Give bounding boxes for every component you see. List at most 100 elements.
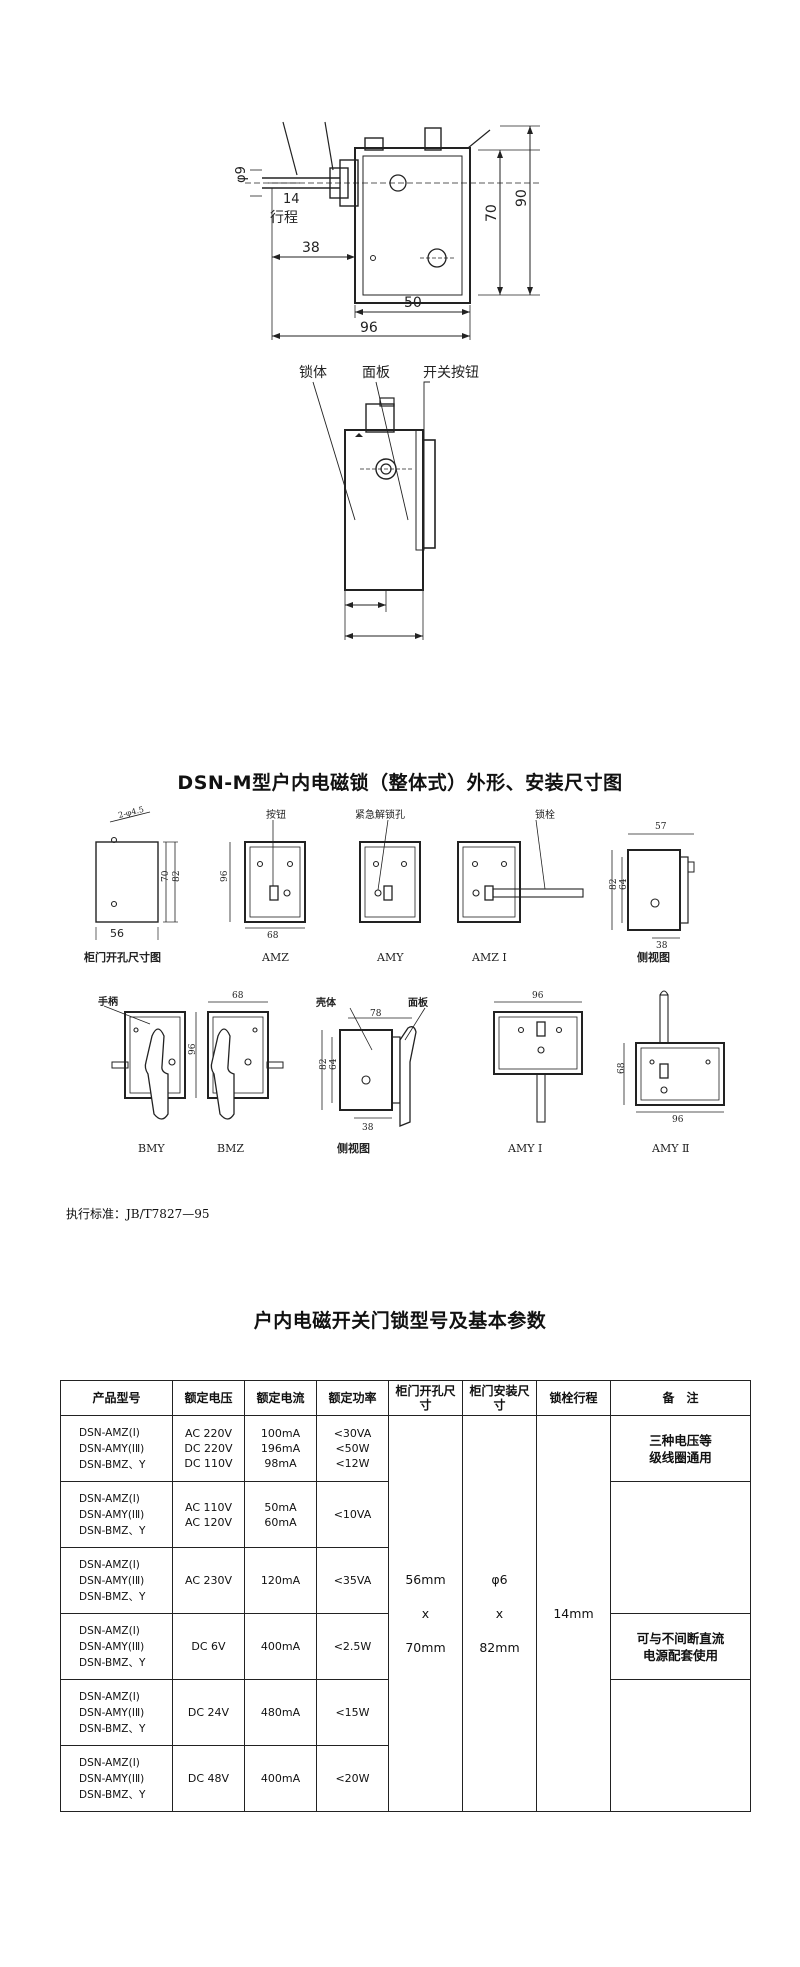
power-cell: <10VA (316, 1481, 389, 1548)
header-door-hole: 柜门开孔尺寸 (388, 1380, 463, 1416)
bmy-diagram (103, 1005, 186, 1120)
model-cell: DSN-AMZ(Ⅰ)DSN-AMY(ⅠⅡ)DSN-BMZ、Y (60, 1613, 173, 1680)
model-cell: DSN-AMZ(Ⅰ)DSN-AMY(ⅠⅡ)DSN-BMZ、Y (60, 1679, 173, 1746)
note-blank-cell (610, 1679, 751, 1812)
voltage-cell: DC 48V (172, 1745, 245, 1812)
amz-dim-68: 68 (267, 931, 279, 941)
bmz-dim-96: 96 (188, 1043, 198, 1055)
lock-body-front (354, 147, 471, 304)
table-header-row: 产品型号 额定电压 额定电流 额定功率 柜门开孔尺寸 柜门安装尺寸 锁栓行程 备… (60, 1380, 751, 1416)
button-hole (389, 174, 407, 192)
side2-dim-64: 64 (329, 1058, 339, 1070)
model-cell: DSN-AMZ(Ⅰ)DSN-AMY(ⅠⅡ)DSN-BMZ、Y (60, 1745, 173, 1812)
header-door-mount: 柜门安装尺寸 (462, 1380, 537, 1416)
table-row: DSN-AMZ(Ⅰ)DSN-AMY(ⅠⅡ)DSN-BMZ、Y DC 48V 40… (60, 1745, 751, 1812)
leader-line (282, 121, 298, 176)
spec-table: 产品型号 额定电压 额定电流 额定功率 柜门开孔尺寸 柜门安装尺寸 锁栓行程 备… (60, 1380, 751, 1812)
cutout-rect (95, 841, 159, 923)
side1-dim-57: 57 (655, 822, 667, 832)
dim-82: 82 (172, 871, 182, 882)
amy2-caption: AMY Ⅱ (651, 1142, 689, 1155)
amz-diagram (229, 820, 306, 929)
header-model: 产品型号 (60, 1380, 173, 1416)
side2-dim-78: 78 (370, 1009, 382, 1019)
table-row: DSN-AMZ(Ⅰ)DSN-AMY(ⅠⅡ)DSN-BMZ、Y DC 6V 400… (60, 1613, 751, 1680)
side2-callout-shell: 壳体 (315, 996, 337, 1009)
cutout-caption: 柜门开孔尺寸图 (83, 950, 161, 964)
side-view-body (344, 429, 424, 591)
amy-caption: AMY (376, 951, 404, 964)
side1-dim-38: 38 (656, 941, 668, 951)
side1-dim-64: 64 (619, 878, 629, 890)
bmz-dim-68: 68 (232, 991, 244, 1001)
dim-70: 70 (484, 204, 500, 222)
table-row: DSN-AMZ(Ⅰ)DSN-AMY(ⅠⅡ)DSN-BMZ、Y DC 24V 48… (60, 1679, 751, 1812)
current-cell: 400mA (244, 1745, 317, 1812)
amy2-dim-68: 68 (617, 1062, 627, 1074)
voltage-cell: DC 6V (172, 1613, 245, 1680)
amz1-callout-bolt: 锁栓 (535, 808, 555, 821)
header-voltage: 额定电压 (172, 1380, 245, 1416)
top-technical-drawing: φ9 14 行程 38 50 70 90 96 锁体 面板 开关按钮 (234, 121, 540, 640)
amz-callout-button: 按钮 (266, 808, 286, 821)
amy-callout-emergency: 紧急解锁孔 (355, 808, 405, 821)
amz-caption: AMZ (261, 951, 289, 964)
lock-hole (427, 248, 447, 268)
stroke-cell: 14mm (536, 1415, 611, 1812)
dim-56: 56 (110, 927, 124, 940)
bmy-handle (144, 1028, 169, 1120)
label-lock-body: 锁体 (299, 365, 327, 381)
power-cell: <35VA (316, 1547, 389, 1614)
side2-dim-82: 82 (319, 1059, 329, 1070)
bmy-caption: BMY (138, 1142, 165, 1155)
section2-title: 户内电磁开关门锁型号及基本参数 (253, 1310, 547, 1332)
voltage-cell: DC 24V (172, 1679, 245, 1746)
section1-title: DSN-M型户内电磁锁（整体式）外形、安装尺寸图 (177, 772, 623, 794)
power-cell: <15W (316, 1679, 389, 1746)
side2-caption: 侧视图 (337, 1141, 370, 1155)
table-row: DSN-AMZ(Ⅰ)DSN-AMY(ⅠⅡ)DSN-BMZ、Y AC 230V 1… (60, 1547, 751, 1614)
dim-70: 70 (161, 870, 171, 882)
amz1-diagram (457, 819, 584, 923)
standard-reference: 执行标准：JB/T7827—95 (66, 1207, 210, 1221)
leader-line (324, 121, 334, 171)
side2-callout-panel: 面板 (408, 996, 429, 1009)
label-panel: 面板 (362, 365, 390, 381)
power-cell: <2.5W (316, 1613, 389, 1680)
dimension-drawings: 2-φ4.5 70 82 56 柜门开孔尺寸图 按钮 96 68 AMZ 紧急解… (83, 805, 725, 1155)
amy1-dim-96: 96 (532, 991, 544, 1001)
header-current: 额定电流 (244, 1380, 317, 1416)
bmz-diagram (195, 1001, 284, 1120)
bmz-caption: BMZ (217, 1142, 244, 1155)
stroke-label: 行程 (270, 210, 298, 226)
current-cell: 400mA (244, 1613, 317, 1680)
amy1-diagram (493, 1001, 583, 1123)
model-cell: DSN-AMZ(Ⅰ)DSN-AMY(ⅠⅡ)DSN-BMZ、Y (60, 1481, 173, 1548)
side2-handle (399, 1026, 417, 1127)
bmz-handle (210, 1028, 235, 1120)
amz-dim-96: 96 (220, 870, 230, 882)
note-ac-cell: 三种电压等级线圈通用 (610, 1415, 751, 1482)
dim-50: 50 (404, 295, 422, 311)
dim-14: 14 (283, 192, 300, 207)
side-view-1-diagram (611, 833, 695, 939)
side2-dim-38: 38 (362, 1123, 374, 1133)
header-power: 额定功率 (316, 1380, 389, 1416)
note-blank-cell (610, 1481, 751, 1614)
connector-nut (329, 167, 349, 199)
header-stroke: 锁栓行程 (536, 1380, 611, 1416)
side1-caption: 侧视图 (637, 950, 670, 964)
side-view-2-diagram (321, 1007, 426, 1127)
amz1-caption: AMZ Ⅰ (471, 951, 507, 964)
amy2-diagram (623, 990, 725, 1113)
bmy-callout-handle: 手柄 (98, 995, 118, 1008)
dim-90: 90 (514, 189, 530, 207)
power-cell: <20W (316, 1745, 389, 1812)
amy-diagram (359, 819, 421, 923)
